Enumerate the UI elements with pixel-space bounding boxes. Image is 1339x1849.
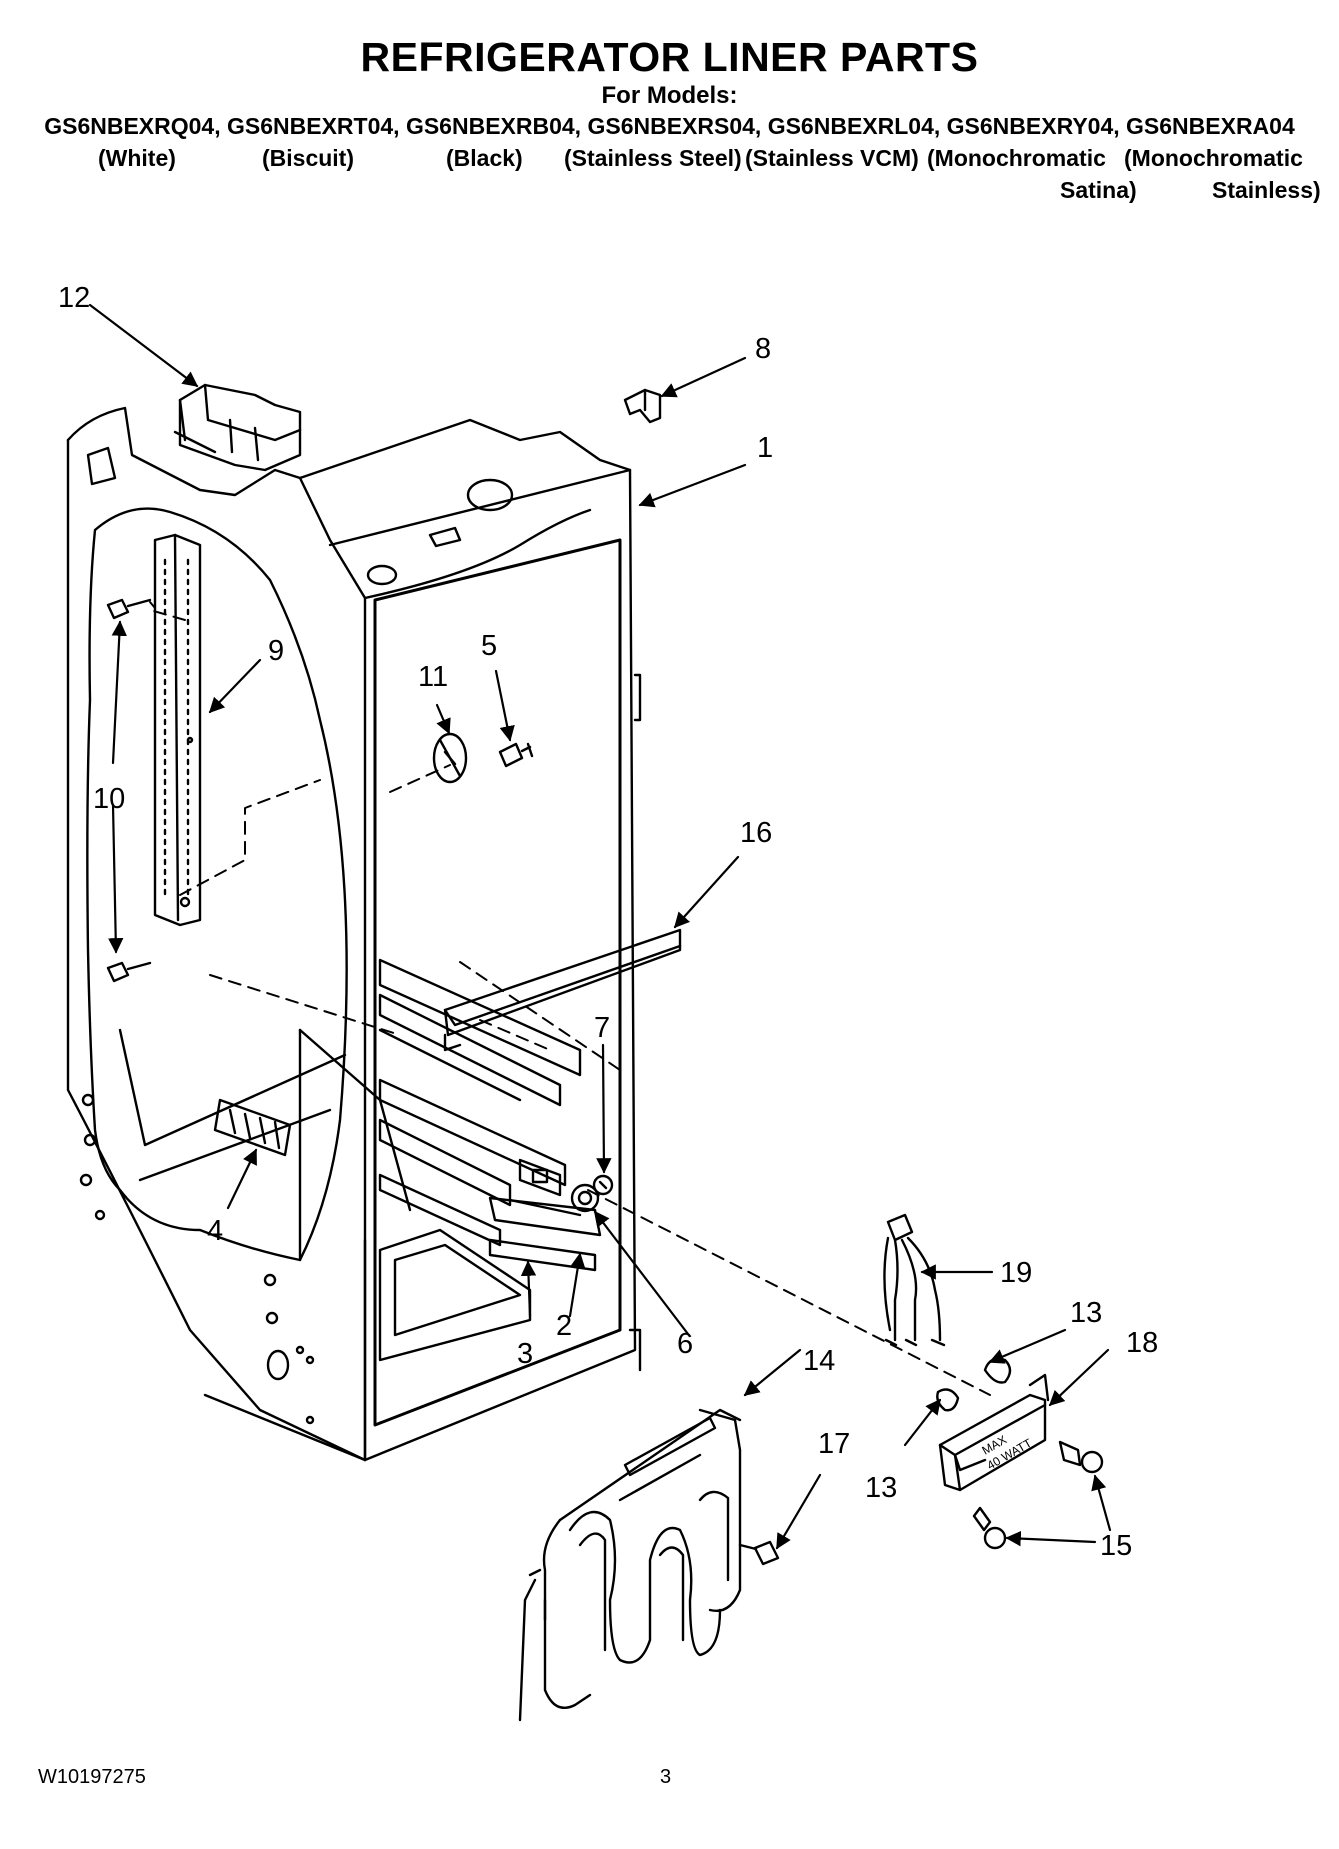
alignment-lines [149, 601, 991, 1396]
part-13-clips [936, 1357, 1012, 1412]
variant-stainless-vcm: (Stainless VCM) [745, 145, 919, 171]
callout-13-lower: 13 [865, 1472, 898, 1504]
exploded-parts-diagram: MAX 40 WATT [66, 303, 1112, 1722]
part-10-screws [106, 598, 152, 983]
document-number: W10197275 [38, 1766, 146, 1788]
part-17-screw [738, 1540, 780, 1566]
part-6-7-knob [570, 1174, 614, 1213]
variant-satina: Satina) [1060, 177, 1137, 203]
variant-monochromatic-stainless: (Monochromatic [1124, 145, 1303, 171]
variant-stainless: Stainless) [1212, 177, 1321, 203]
part-16-bracket [443, 928, 682, 1052]
part-12-control-housing [173, 383, 302, 472]
page-number: 3 [660, 1766, 672, 1788]
part-2-3-brackets [488, 1196, 602, 1272]
callout-12: 12 [58, 282, 91, 314]
leader-arrows [88, 303, 1112, 1550]
callout-15: 15 [1100, 1530, 1133, 1562]
part-15-screws [972, 1440, 1104, 1550]
callout-5: 5 [481, 630, 498, 662]
callout-9: 9 [268, 635, 285, 667]
variant-white: (White) [98, 145, 176, 171]
callout-17: 17 [818, 1428, 851, 1460]
callout-10: 10 [93, 783, 126, 815]
part-4-vent [213, 1098, 292, 1157]
callout-2: 2 [556, 1310, 573, 1342]
variant-stainless-steel: (Stainless Steel) [564, 145, 742, 171]
part-19-wire-harness [883, 1213, 946, 1347]
part-14-heater-coil [518, 1408, 742, 1722]
callout-19: 19 [1000, 1257, 1033, 1289]
callout-13-upper: 13 [1070, 1297, 1103, 1329]
variant-black: (Black) [446, 145, 523, 171]
variant-monochromatic-satina: (Monochromatic [927, 145, 1106, 171]
part-5-screw [498, 742, 534, 768]
part-11-fitting [432, 732, 468, 784]
part-8-clip [623, 388, 662, 424]
part-18-light-housing: MAX 40 WATT [938, 1373, 1050, 1492]
part-9-rail [153, 533, 202, 927]
callout-14: 14 [803, 1345, 836, 1377]
callout-6: 6 [677, 1328, 694, 1360]
callout-8: 8 [755, 333, 772, 365]
callout-18: 18 [1126, 1327, 1159, 1359]
callout-7: 7 [594, 1012, 611, 1044]
callout-11: 11 [418, 661, 449, 693]
model-numbers: GS6NBEXRQ04, GS6NBEXRT04, GS6NBEXRB04, G… [44, 113, 1295, 139]
callout-4: 4 [207, 1215, 224, 1247]
for-models-label: For Models: [601, 82, 738, 109]
callout-1: 1 [757, 432, 774, 464]
page-title: REFRIGERATOR LINER PARTS [360, 34, 979, 80]
variant-biscuit: (Biscuit) [262, 145, 354, 171]
callout-3: 3 [517, 1338, 534, 1370]
callout-16: 16 [740, 817, 773, 849]
refrigerator-liner [66, 406, 642, 1462]
